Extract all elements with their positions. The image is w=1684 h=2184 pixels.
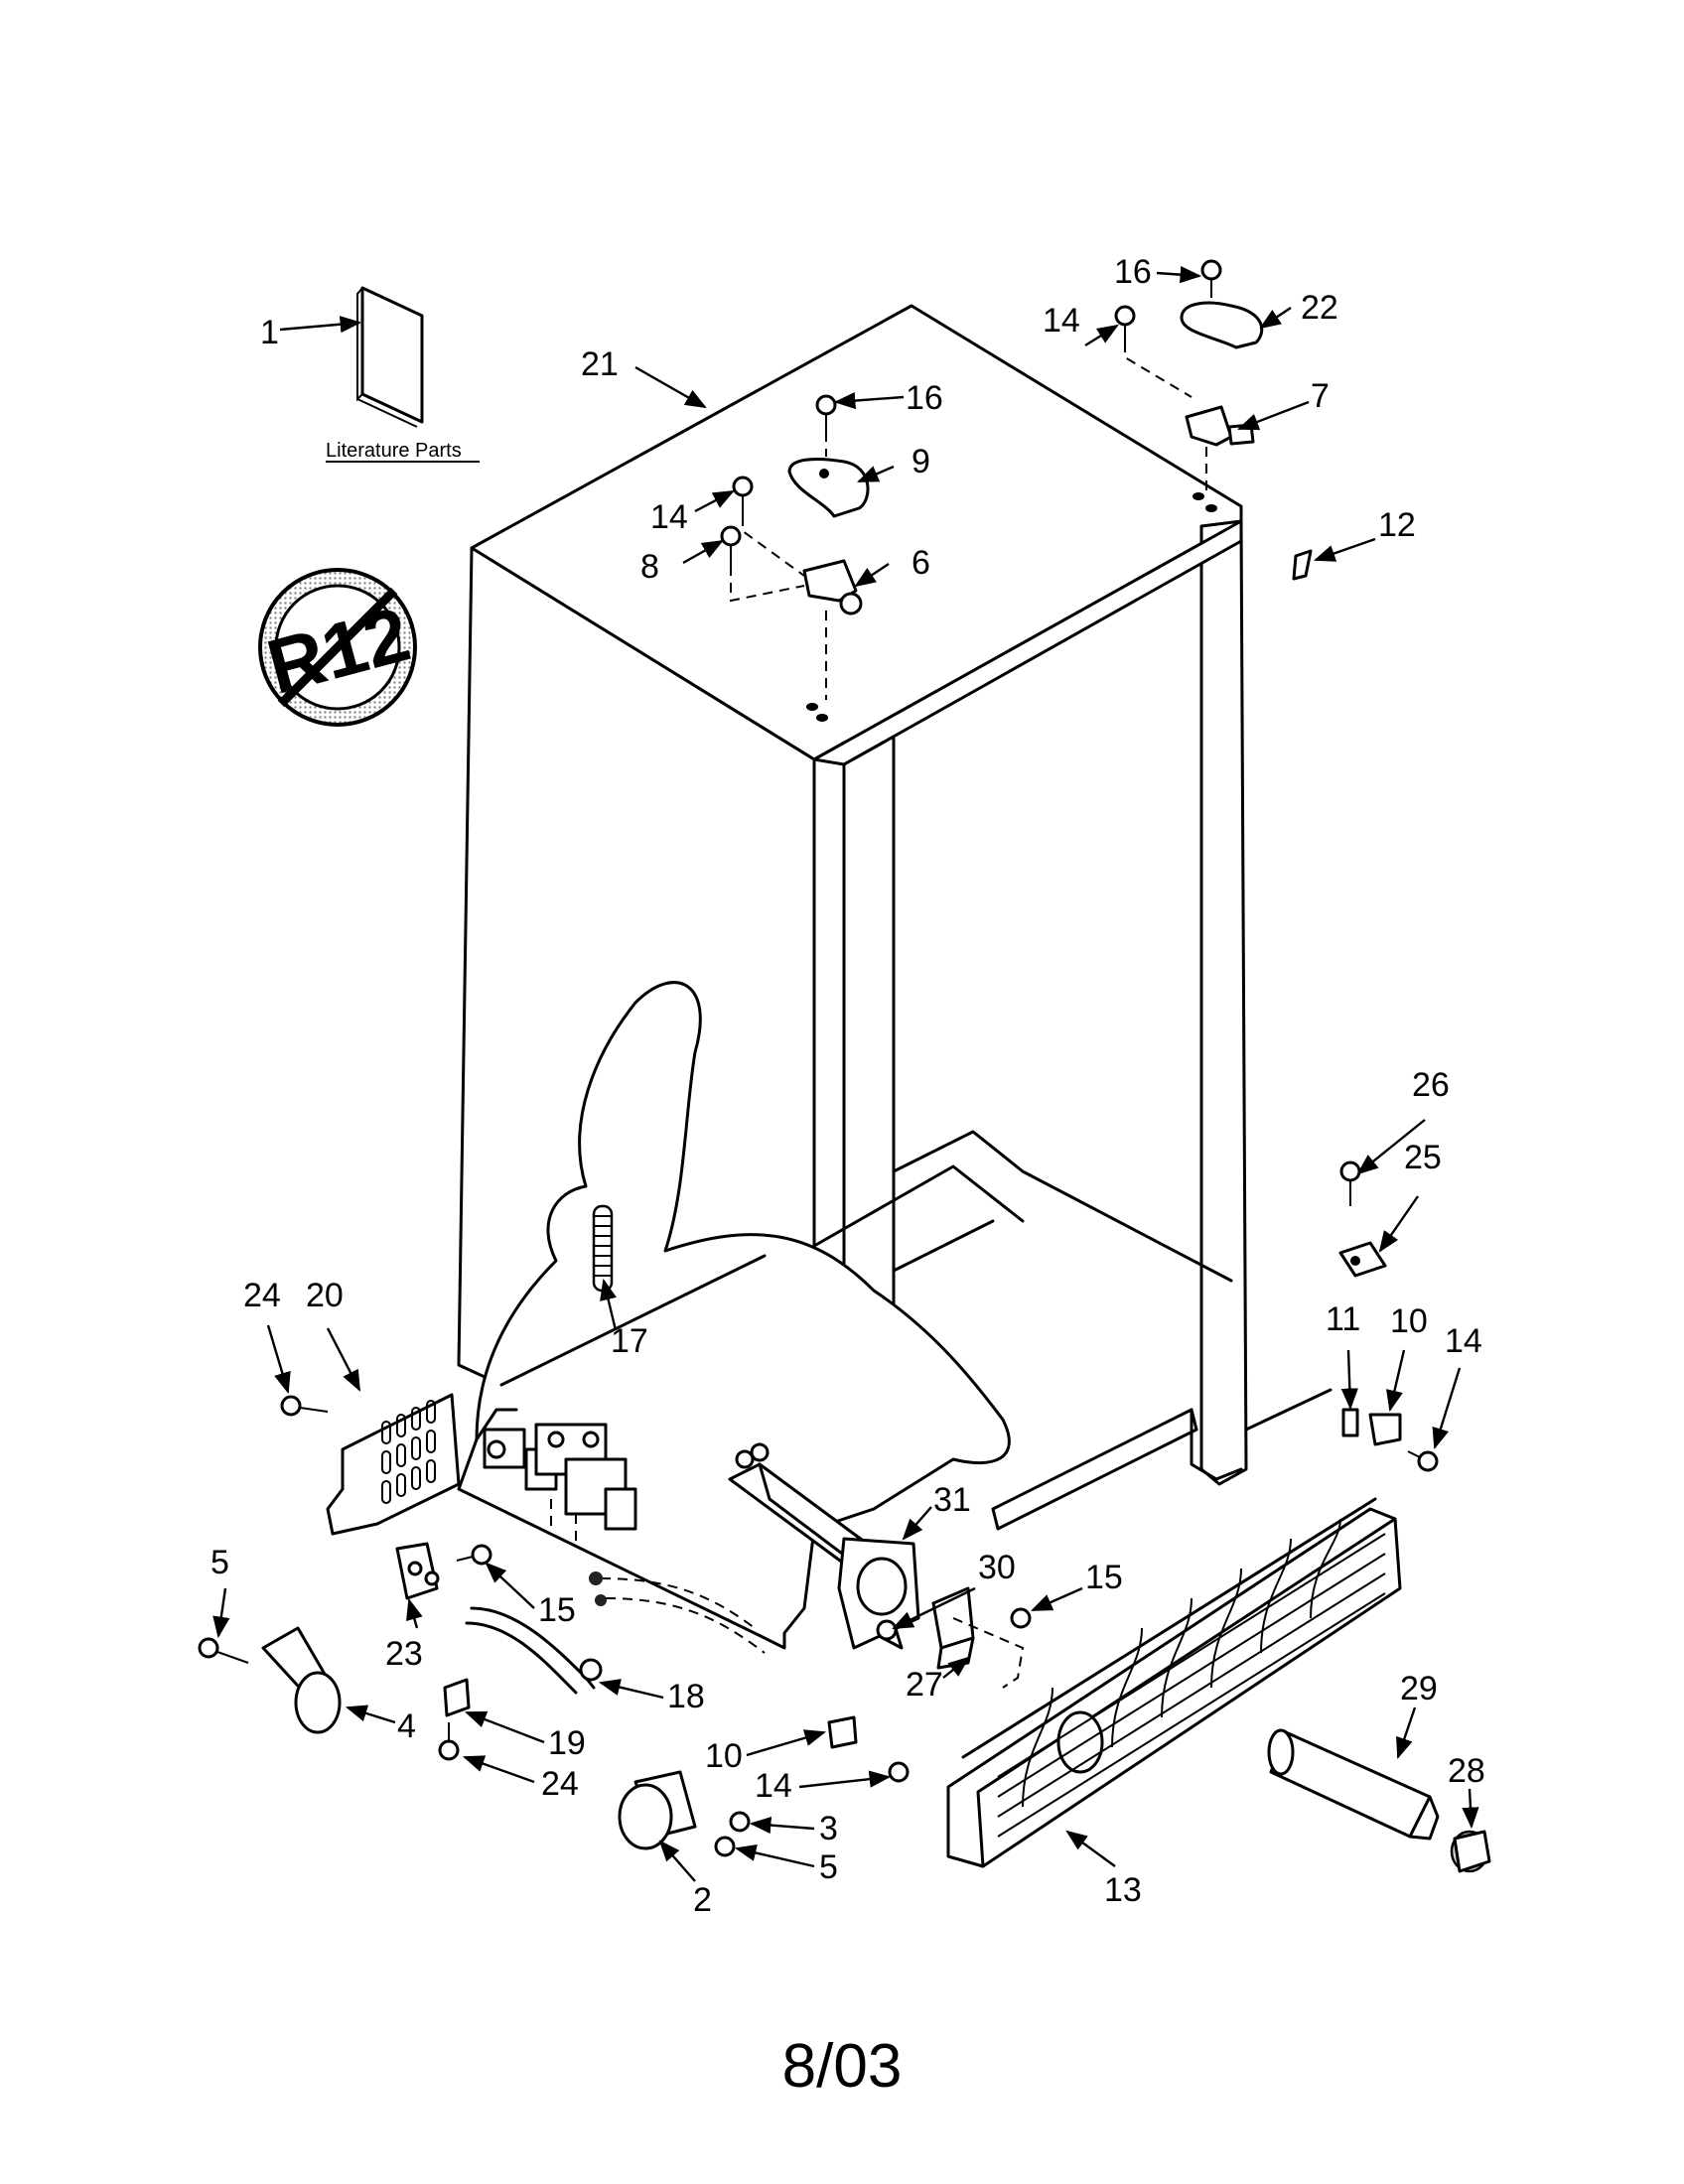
callout-17: 17	[611, 1322, 648, 1360]
screw-5-bottom	[714, 1836, 736, 1857]
callout-14-bottom: 14	[755, 1767, 792, 1805]
part-13-grille	[946, 1497, 1402, 1868]
callout-16-top-right: 16	[1114, 253, 1152, 291]
part-18-tube	[465, 1606, 603, 1695]
literature-parts-label: Literature Parts	[326, 440, 462, 462]
screws	[198, 259, 1439, 1857]
callout-12: 12	[1378, 506, 1416, 544]
callout-10-right: 10	[1390, 1302, 1428, 1340]
part-29-filter	[1267, 1728, 1440, 1841]
literature-book	[356, 286, 424, 428]
callout-5-left: 5	[210, 1544, 229, 1581]
screw-16-top-left	[815, 394, 837, 432]
part-17-spring	[592, 1204, 614, 1293]
callout-24-bottom: 24	[541, 1765, 579, 1803]
callout-22: 22	[1301, 289, 1338, 327]
part-11-bracket	[1341, 1408, 1359, 1437]
callout-14-right: 14	[1445, 1322, 1482, 1360]
part-9-hinge-cover	[787, 457, 870, 518]
screw-26	[1339, 1160, 1361, 1206]
callout-11: 11	[1326, 1300, 1360, 1338]
callout-5-bottom: 5	[819, 1848, 838, 1886]
screw-14-top-right	[1114, 305, 1136, 342]
callout-26: 26	[1412, 1066, 1450, 1104]
screw-3	[729, 1811, 751, 1833]
callout-23: 23	[385, 1635, 423, 1673]
callout-4: 4	[397, 1707, 416, 1745]
screw-8	[720, 525, 742, 566]
callout-16-top: 16	[906, 379, 943, 417]
screw-15-right	[1010, 1607, 1032, 1629]
callout-27: 27	[906, 1666, 943, 1704]
part-12-clip	[1292, 549, 1313, 581]
callout-31: 31	[933, 1481, 971, 1519]
callout-14-top-right: 14	[1043, 302, 1080, 340]
callout-30: 30	[978, 1549, 1016, 1586]
assembly-lines	[730, 342, 1207, 1689]
callout-28: 28	[1448, 1752, 1485, 1790]
part-23-bracket	[395, 1542, 440, 1600]
callout-labels: 1 21 16 9 14 8 6 16 22 14 7 12 26 25 11 …	[210, 253, 1485, 1919]
callout-2: 2	[693, 1881, 712, 1919]
part-10-bracket-left	[827, 1715, 858, 1749]
screw-24-bottom	[438, 1722, 460, 1761]
callout-18: 18	[667, 1678, 705, 1715]
part-22-hinge-cover	[1180, 301, 1264, 349]
part-6-hinge	[802, 559, 863, 615]
screw-14-bottom	[888, 1761, 910, 1783]
callout-7: 7	[1311, 377, 1330, 415]
screw-15-left	[456, 1544, 492, 1566]
screw-14-top-left	[732, 476, 754, 516]
callout-10-left: 10	[705, 1737, 743, 1775]
callout-15-right: 15	[1085, 1559, 1123, 1596]
part-2-roller	[618, 1770, 697, 1850]
callout-8: 8	[640, 548, 659, 586]
callout-13: 13	[1104, 1871, 1142, 1909]
part-25-bracket	[1338, 1241, 1387, 1278]
screw-24-left	[280, 1395, 329, 1417]
leader-arrows	[212, 266, 1479, 1882]
callout-1: 1	[260, 314, 279, 351]
footer-date-code: 8/03	[782, 2032, 903, 2101]
callout-25: 25	[1404, 1139, 1442, 1176]
part-4-roller	[261, 1626, 342, 1734]
no-r12-badge: R12	[258, 568, 418, 727]
callout-15-left: 15	[538, 1591, 576, 1629]
callout-21: 21	[581, 345, 619, 383]
part-7-hinge	[1185, 405, 1255, 447]
callout-19: 19	[548, 1724, 586, 1762]
callout-24-left: 24	[243, 1277, 281, 1314]
screw-30	[876, 1619, 898, 1641]
tubing-dashed	[589, 1571, 766, 1654]
part-28-cap	[1450, 1830, 1491, 1873]
callout-29: 29	[1400, 1670, 1438, 1707]
valve-assembly	[483, 1423, 637, 1544]
callout-14-top-left: 14	[650, 498, 688, 536]
part-19-clip	[443, 1678, 471, 1717]
callout-6: 6	[912, 544, 930, 582]
part-20-vent-panel	[326, 1393, 461, 1536]
callout-20: 20	[306, 1277, 344, 1314]
part-10-bracket-right	[1368, 1413, 1402, 1446]
screw-16-top-right	[1200, 259, 1222, 298]
callout-3: 3	[819, 1810, 838, 1847]
callout-9: 9	[912, 443, 930, 480]
screw-5-left	[198, 1637, 249, 1664]
screw-14-right	[1407, 1450, 1439, 1472]
